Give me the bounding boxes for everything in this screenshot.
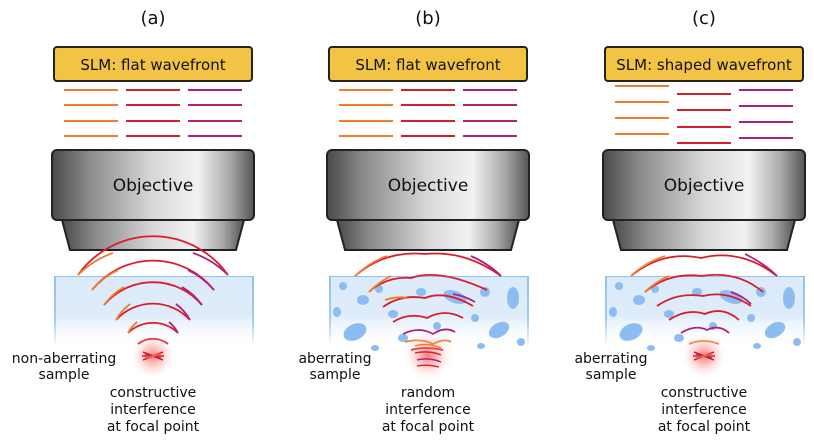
corrected-wavefronts — [630, 253, 778, 345]
sample-label: aberrating sample — [298, 351, 371, 383]
slm-box: SLM: flat wavefront — [328, 46, 528, 82]
flat-wavefront-lines — [339, 89, 517, 137]
svg-text:constructive: constructive — [110, 385, 197, 401]
objective-lens: Objective — [326, 149, 530, 251]
sample-label: non-aberrating sample — [12, 351, 116, 383]
objective-label: Objective — [388, 176, 469, 196]
svg-text:at focal point: at focal point — [107, 419, 200, 435]
svg-text:sample: sample — [39, 367, 90, 383]
svg-text:interference: interference — [385, 402, 470, 418]
slm-label: SLM: shaped wavefront — [616, 56, 792, 74]
focal-spot — [129, 332, 177, 380]
panel-label: (b) — [415, 8, 440, 29]
svg-text:sample: sample — [586, 367, 637, 383]
focal-spot — [680, 332, 728, 380]
result-label: constructive interference at focal point — [658, 385, 751, 435]
svg-text:at focal point: at focal point — [658, 419, 751, 435]
result-label: constructive interference at focal point — [107, 385, 200, 435]
svg-text:interference: interference — [661, 402, 746, 418]
svg-text:at focal point: at focal point — [382, 419, 475, 435]
flat-wavefront-lines — [64, 89, 242, 137]
svg-text:random: random — [401, 385, 455, 401]
objective-lens: Objective — [602, 149, 806, 251]
panel-label: (a) — [140, 8, 165, 29]
svg-text:aberrating: aberrating — [298, 351, 371, 367]
focal-spot — [402, 330, 454, 382]
slm-label: SLM: flat wavefront — [355, 56, 500, 74]
svg-text:interference: interference — [110, 402, 195, 418]
objective-lens: Objective — [51, 149, 255, 251]
panel-a: (a) SLM: flat wavefront Objective — [12, 8, 255, 435]
svg-text:aberrating: aberrating — [574, 351, 647, 367]
slm-label: SLM: flat wavefront — [80, 56, 225, 74]
objective-label: Objective — [113, 176, 194, 196]
panel-b: (b) SLM: flat wavefront Objective — [298, 8, 530, 435]
panel-c: (c) SLM: shaped wavefront Objective — [574, 8, 806, 435]
objective-label: Objective — [664, 176, 745, 196]
scattering-particles — [333, 282, 525, 351]
slm-box: SLM: shaped wavefront — [604, 46, 804, 82]
svg-text:sample: sample — [310, 367, 361, 383]
svg-text:non-aberrating: non-aberrating — [12, 351, 116, 367]
svg-text:constructive: constructive — [661, 385, 748, 401]
sample-label: aberrating sample — [574, 351, 647, 383]
slm-box: SLM: flat wavefront — [53, 46, 253, 82]
result-label: random interference at focal point — [382, 385, 475, 435]
shaped-wavefront-lines — [615, 85, 793, 144]
panel-label: (c) — [692, 8, 716, 29]
